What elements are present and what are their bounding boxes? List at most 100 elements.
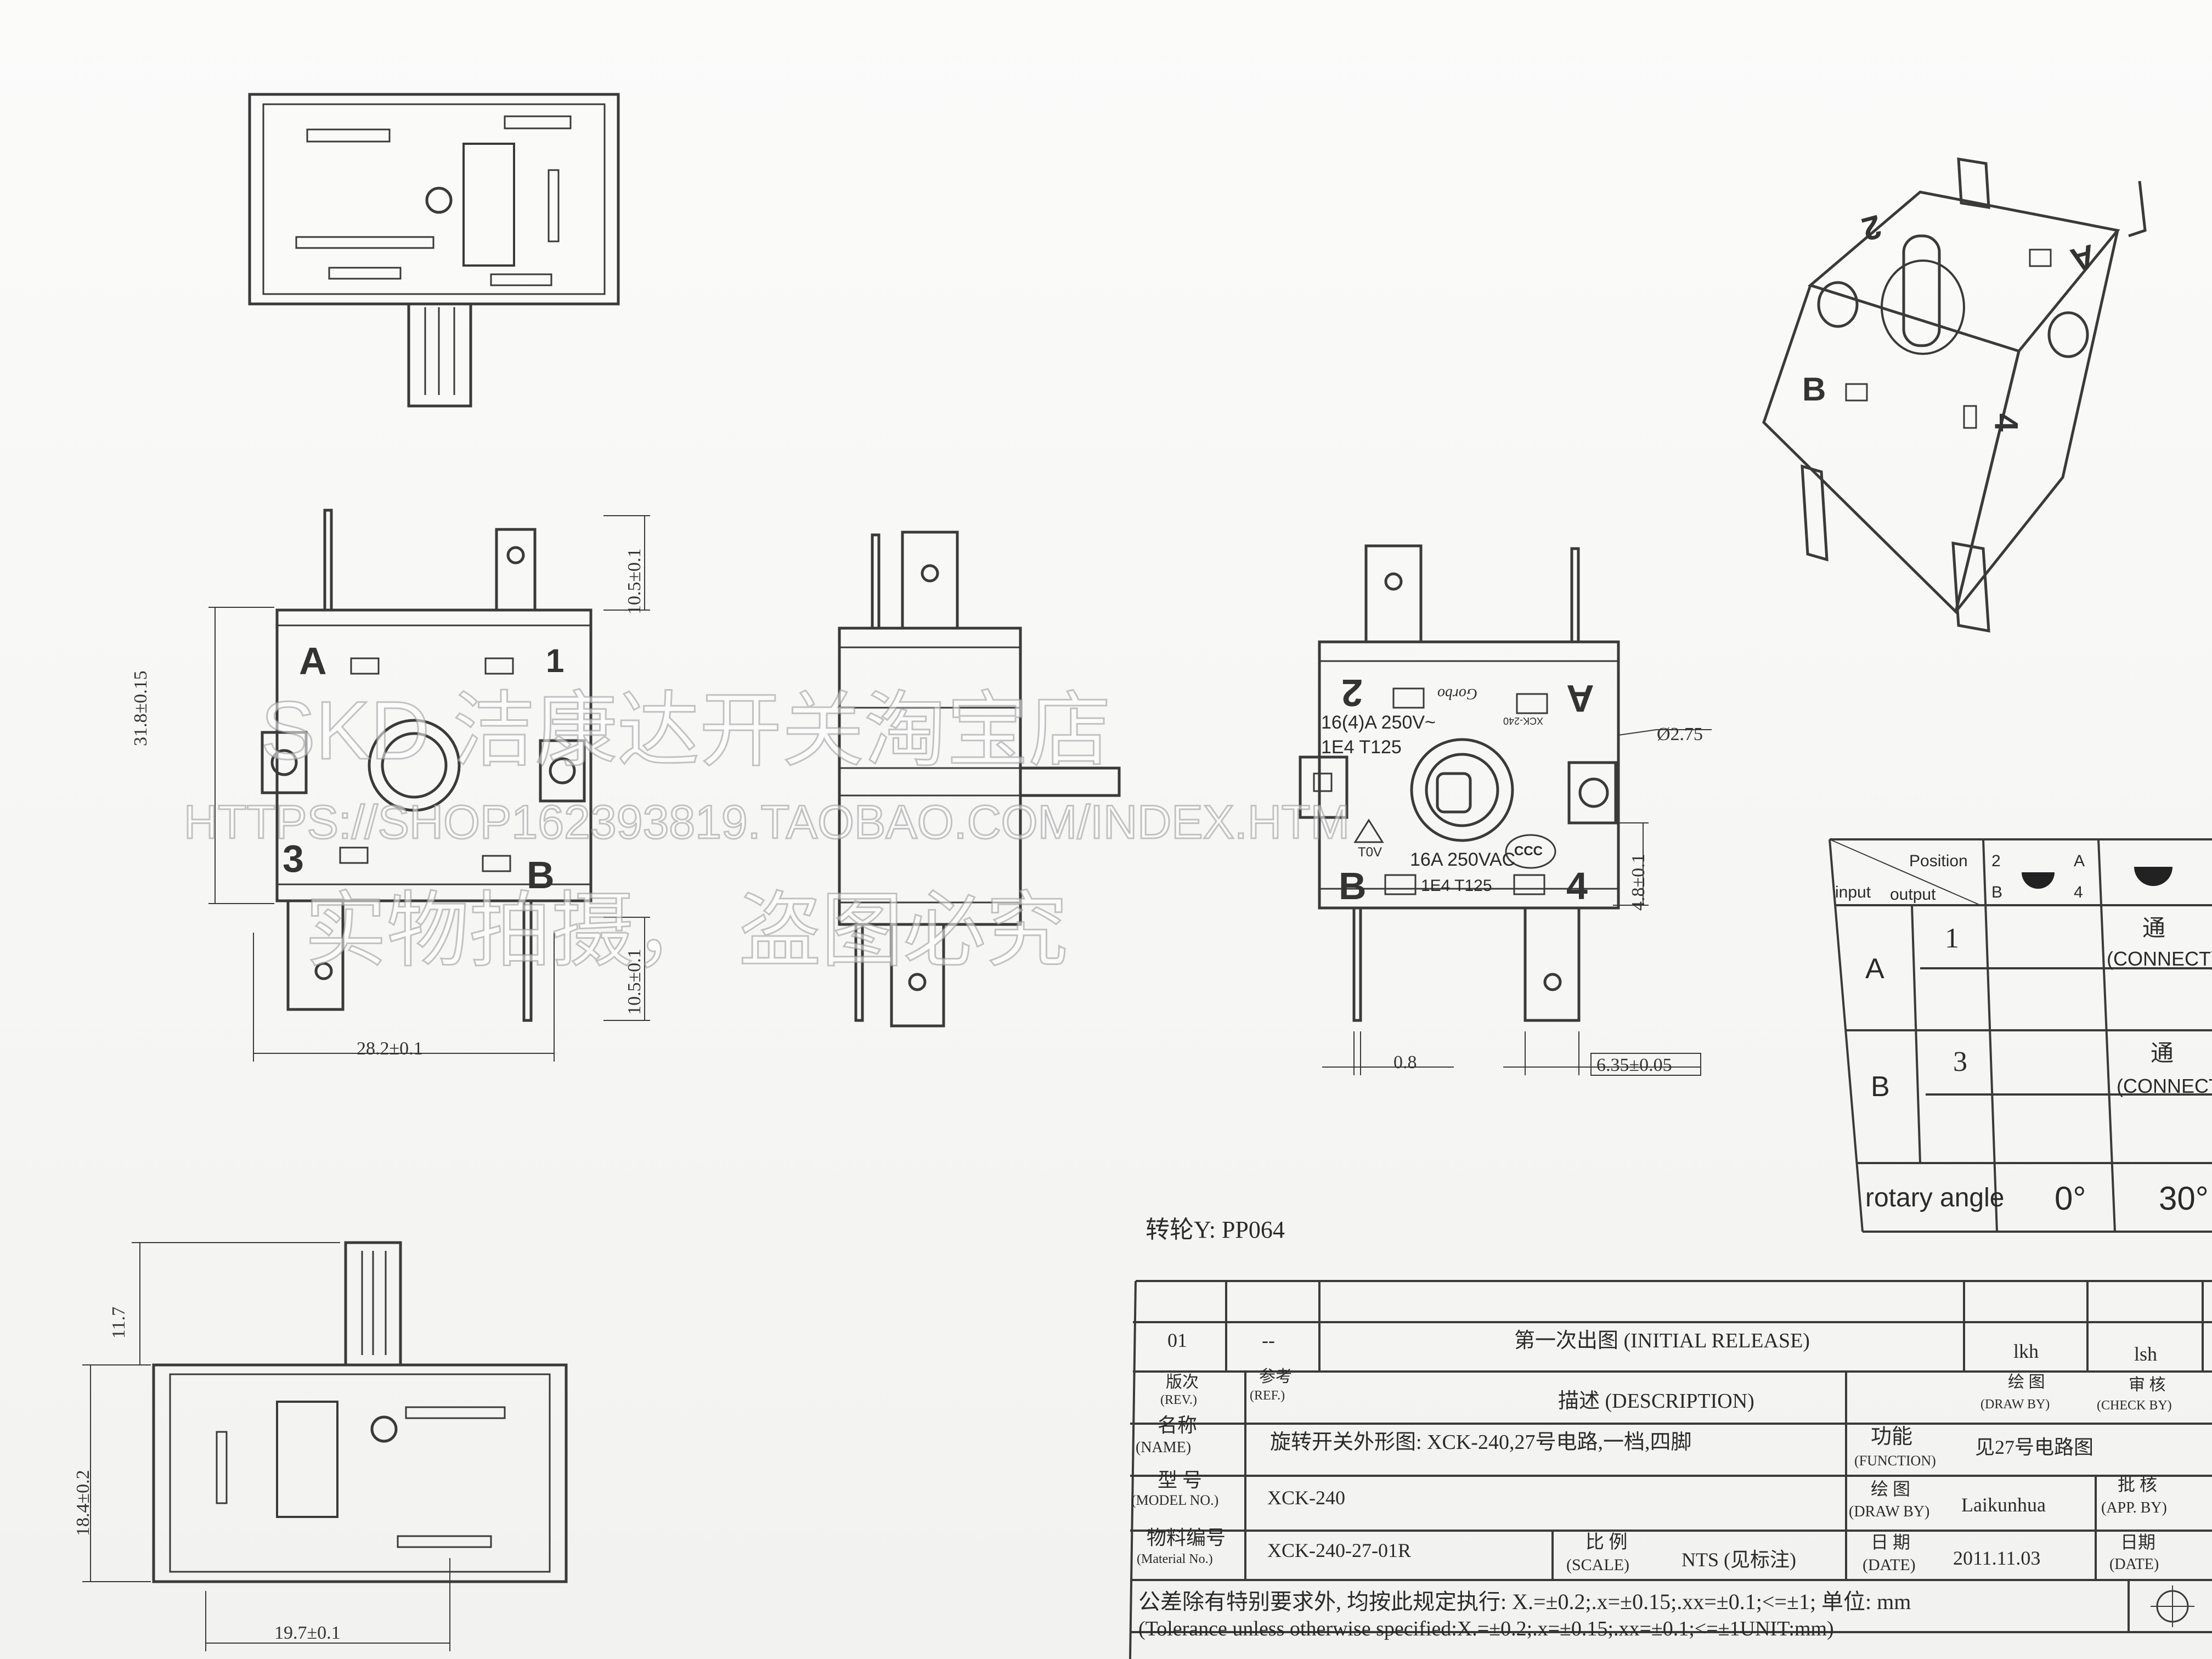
tb-scale-value: NTS (见标注) bbox=[1681, 1549, 1796, 1571]
rear-label-b: B bbox=[1339, 865, 1367, 907]
dim-tab-width: 6.35±0.05 bbox=[1596, 1055, 1672, 1075]
tb-scale-label-en: (SCALE) bbox=[1566, 1556, 1629, 1574]
tt-row-a-input: A bbox=[1865, 953, 1884, 985]
tb-draw-by-name: lkh bbox=[2013, 1340, 2039, 1362]
tb-function-value: 见27号电路图 bbox=[1975, 1436, 2094, 1458]
dim-hole-diameter: Ø2.75 bbox=[1657, 724, 1703, 744]
dim-front-width: 28.2±0.1 bbox=[357, 1039, 423, 1059]
tb-model-label: 型 号 bbox=[1158, 1469, 1203, 1491]
tb-drawby2-label: 绘 图 bbox=[1871, 1479, 1911, 1499]
dim-bottom-height: 18.4±0.2 bbox=[73, 1470, 93, 1536]
rotor-note: 转轮Y: PP064 bbox=[1146, 1216, 1285, 1243]
rear-rating-1: 16(4)A 250V~ bbox=[1321, 712, 1436, 733]
tb-check-label: 审 核 bbox=[2129, 1376, 2166, 1394]
ccc-mark: CCC bbox=[1514, 844, 1543, 859]
tb-date-label: 日 期 bbox=[1871, 1532, 1911, 1552]
tt-angle-30: 30° bbox=[2159, 1180, 2209, 1217]
tb-desc-label: 描述 (DESCRIPTION) bbox=[1558, 1390, 1754, 1413]
tb-approve-label: 批 核 bbox=[2118, 1475, 2158, 1494]
tt-pos-4: 4 bbox=[2074, 883, 2083, 901]
tb-rev-label-en: (REV.) bbox=[1160, 1393, 1197, 1407]
tb-function-label-en: (FUNCTION) bbox=[1854, 1453, 1936, 1469]
tb-drawby2-label-en: (DRAW BY) bbox=[1849, 1503, 1930, 1520]
tb-check-by-name: lsh bbox=[2134, 1343, 2158, 1365]
tb-check-label-en: (CHECK BY) bbox=[2097, 1398, 2172, 1413]
front-view-switch bbox=[208, 509, 650, 1062]
tt-row-b-output: 3 bbox=[1953, 1046, 1967, 1077]
tb-ref-label-en: (REF.) bbox=[1250, 1389, 1285, 1403]
bottom-view-switch bbox=[82, 1241, 568, 1651]
dim-rear-offset: 4.8±0.1 bbox=[1628, 854, 1649, 911]
tb-date-label-en: (DATE) bbox=[1863, 1556, 1916, 1574]
rear-rating-4: 1E4 T125 bbox=[1421, 877, 1492, 895]
tb-model-label-en: (MODEL NO.) bbox=[1131, 1492, 1219, 1508]
tb-date2-label-en: (DATE) bbox=[2109, 1556, 2159, 1573]
tb-ref-value: -- bbox=[1262, 1329, 1275, 1351]
tt-row-a-connect-en: (CONNECT) bbox=[2107, 947, 2212, 970]
tb-drawby2-value: Laikunhua bbox=[1961, 1494, 2046, 1516]
tb-name-label-en: (NAME) bbox=[1136, 1439, 1192, 1456]
tb-ref-label: 参考 bbox=[1259, 1368, 1292, 1386]
tb-material-label: 物料编号 bbox=[1147, 1527, 1226, 1549]
rear-label-a: A bbox=[1566, 677, 1594, 720]
rear-model-mark: XCK-240 bbox=[1503, 715, 1544, 726]
tt-pos-a: A bbox=[2074, 852, 2085, 870]
rear-brand: Gorbo bbox=[1437, 685, 1478, 702]
tt-pos-2: 2 bbox=[1991, 852, 2001, 870]
front-terminal-3: 3 bbox=[283, 837, 304, 880]
watermark-shop: SKD 洁康达开关淘宝店 bbox=[259, 684, 1111, 777]
tt-header-output: output bbox=[1890, 885, 1936, 904]
dim-shaft-length: 11.7 bbox=[109, 1306, 129, 1339]
tb-date-value: 2011.11.03 bbox=[1953, 1547, 2041, 1569]
tt-pos-b: B bbox=[1991, 883, 2003, 901]
tb-tolerance-cn: 公差除有特别要求外, 均按此规定执行: X.=±0.2;.x=±0.15;.xx… bbox=[1138, 1589, 1911, 1614]
tt-row-a-connect-cn: 通 bbox=[2142, 916, 2166, 941]
tb-approve-label-en: (APP. BY) bbox=[2101, 1499, 2167, 1516]
tb-initial-release: 第一次出图 (INITIAL RELEASE) bbox=[1514, 1329, 1810, 1352]
tt-row-b-connect-cn: 通 bbox=[2151, 1041, 2174, 1066]
rear-rating-2: 1E4 T125 bbox=[1321, 737, 1402, 758]
tt-header-position: Position bbox=[1909, 852, 1968, 870]
isometric-view-switch bbox=[1762, 157, 2147, 633]
front-terminal-a: A bbox=[299, 640, 327, 682]
dim-bottom-width: 19.7±0.1 bbox=[274, 1623, 341, 1643]
front-terminal-1: 1 bbox=[546, 642, 565, 679]
tt-row-b-connect-en: (CONNECT bbox=[2117, 1075, 2212, 1097]
tt-row-b-input: B bbox=[1871, 1071, 1890, 1103]
rear-view-switch bbox=[1299, 544, 1712, 1076]
rear-tov: T0V bbox=[1358, 845, 1383, 860]
tb-tolerance-en: (Tolerance unless otherwise specified:X.… bbox=[1138, 1617, 1834, 1640]
watermark-notice: 实物拍摄， 盗图必究 bbox=[304, 884, 1069, 978]
tt-angle-0: 0° bbox=[2055, 1180, 2086, 1217]
rear-rating-3: 16A 250VAC bbox=[1410, 849, 1516, 870]
front-terminal-b: B bbox=[527, 854, 555, 896]
tb-name-label: 名称 bbox=[1158, 1414, 1198, 1436]
tb-function-label: 功能 bbox=[1871, 1425, 1913, 1448]
truth-table-grid bbox=[1829, 838, 2212, 1233]
tb-rev-label: 版次 bbox=[1166, 1373, 1199, 1391]
side-view-middle bbox=[838, 531, 1121, 1028]
rear-label-2: 2 bbox=[1341, 672, 1363, 714]
tb-draw-label: 绘 图 bbox=[2008, 1373, 2045, 1391]
dim-front-height: 31.8±0.15 bbox=[131, 670, 151, 746]
side-view-top bbox=[248, 93, 620, 408]
iso-label-4: 4 bbox=[1988, 413, 2025, 432]
tb-material-label-en: (Material No.) bbox=[1137, 1552, 1213, 1566]
tb-model-value: XCK-240 bbox=[1267, 1487, 1345, 1509]
iso-label-b: B bbox=[1802, 371, 1826, 408]
tb-material-value: XCK-240-27-01R bbox=[1267, 1539, 1411, 1561]
tb-name-value: 旋转开关外形图: XCK-240,27号电路,一档,四脚 bbox=[1270, 1431, 1692, 1454]
tb-rev-value: 01 bbox=[1167, 1329, 1187, 1351]
tb-draw-label-en: (DRAW BY) bbox=[1980, 1397, 2050, 1412]
rear-label-4: 4 bbox=[1566, 865, 1588, 907]
tb-scale-label: 比 例 bbox=[1585, 1532, 1628, 1553]
watermark-url: HTTPS://SHOP162393819.TAOBAO.COM/INDEX.H… bbox=[183, 795, 1350, 850]
tt-rotary-angle-label: rotary angle bbox=[1865, 1183, 2005, 1212]
tb-date2-label: 日期 bbox=[2120, 1532, 2156, 1552]
title-block-grid bbox=[1129, 1280, 2212, 1659]
tt-header-input: input bbox=[1835, 883, 1871, 901]
tt-row-a-output: 1 bbox=[1945, 923, 1959, 954]
dim-pin-thickness: 0.8 bbox=[1393, 1052, 1417, 1073]
